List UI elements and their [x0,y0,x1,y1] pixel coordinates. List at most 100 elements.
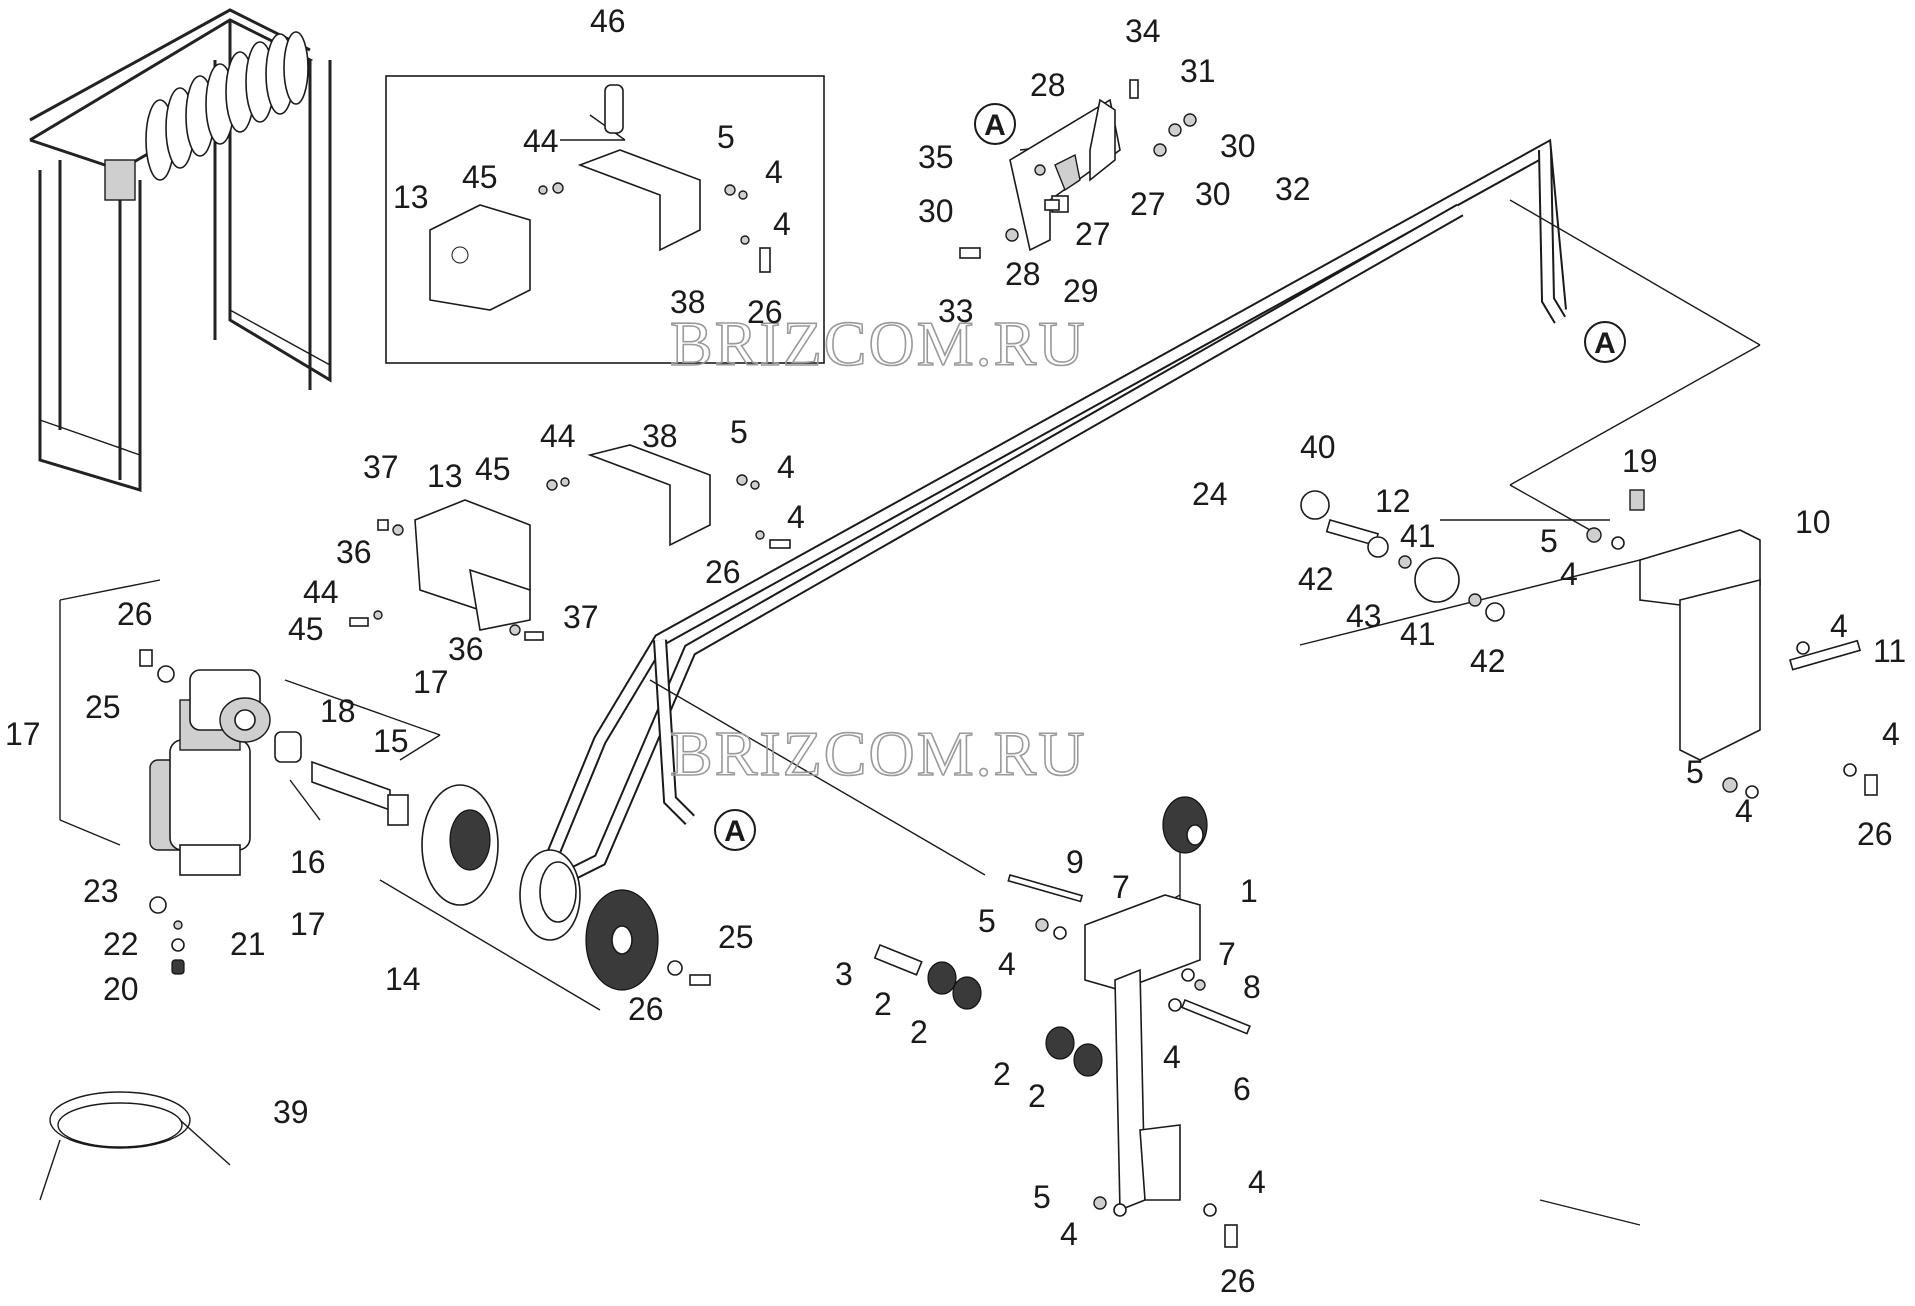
part-label: 17 [290,906,326,942]
bracket-1-fasteners [1007,874,1251,1248]
bracket-10-fasteners [1586,489,1878,799]
part-label: 17 [5,716,41,752]
part-label: 33 [938,293,974,329]
part-label: 20 [103,971,139,1007]
part-label: 44 [523,123,559,159]
part-label: 36 [336,534,372,570]
part-label: 39 [273,1094,309,1130]
part-label: 5 [730,414,748,450]
support-bracket-1 [1084,894,1201,1212]
part-label: 26 [1857,816,1893,852]
part-label: 44 [540,418,576,454]
fasteners-upper [538,182,771,273]
pulley-large [421,784,499,906]
part-label: 4 [773,206,791,242]
part-label: 45 [288,611,324,647]
pulley-belt-wheel [519,849,581,941]
part-label: 43 [1346,598,1382,634]
part-label: 32 [1275,171,1311,207]
part-label: 46 [590,3,626,39]
gear-motor [139,649,271,876]
part-label: 35 [918,139,954,175]
gear-wheel [585,889,659,991]
callout-a-middle: A [714,809,756,851]
part-label: 13 [393,179,429,215]
part-label: 7 [1218,936,1236,972]
fasteners-middle [349,474,791,641]
bearings-2 [873,943,1103,1077]
part-labels: 46 34 31 28 30 35 32 30 27 27 30 28 29 3… [5,3,1906,1299]
part-label: 10 [1795,504,1831,540]
part-label: 37 [363,449,399,485]
part-label: 28 [1005,256,1041,292]
part-label: 45 [475,451,511,487]
part-label: 38 [642,418,678,454]
part-label: 26 [1220,1263,1256,1299]
motor-mount-13-middle [414,499,531,631]
part-label: 4 [1163,1039,1181,1075]
bracket-plate-38-upper [577,84,701,252]
detail-frame-46 [385,75,825,364]
part-label: 16 [290,844,326,880]
part-label: 37 [563,599,599,635]
motor-small-parts [149,896,185,975]
cam-part-27 [1054,153,1081,192]
part-label: 42 [1298,561,1334,597]
part-label: 2 [874,986,892,1022]
fasteners-a [959,79,1197,259]
part-label: 26 [117,596,153,632]
svg-text:A: A [724,815,746,848]
part-label: 44 [303,574,339,610]
power-cable [39,1091,231,1201]
part-label: 4 [777,449,795,485]
support-bracket-10 [1639,529,1761,761]
part-label: 4 [1060,1216,1078,1252]
part-label: 31 [1180,53,1216,89]
part-label: 5 [978,903,996,939]
part-label: 4 [787,499,805,535]
drum-rolls [145,31,309,181]
part-label: 5 [1540,523,1558,559]
part-label: 26 [747,294,783,330]
part-label: 4 [1882,716,1900,752]
watermark-middle: BRIZCOM.RU [670,718,1087,789]
part-label: 8 [1243,969,1261,1005]
part-label: 4 [1735,793,1753,829]
idler-roller [1300,490,1505,622]
part-label: 18 [320,693,356,729]
shaft-parts [274,731,409,826]
part-label: 27 [1130,186,1166,222]
part-label: 42 [1470,643,1506,679]
part-label: 38 [670,284,706,320]
part-label: 5 [717,119,735,155]
part-label: 7 [1112,869,1130,905]
part-label: 4 [1560,556,1578,592]
motor-mount-13-upper [429,204,531,311]
part-label: 36 [448,631,484,667]
part-label: 22 [103,926,139,962]
part-label: 25 [85,689,121,725]
part-label: 4 [1830,608,1848,644]
svg-text:A: A [1594,327,1616,360]
part-label: 5 [1686,754,1704,790]
part-label: 34 [1125,13,1161,49]
part-label: 17 [413,664,449,700]
part-label: 30 [918,193,954,229]
part-label: 1 [1240,873,1258,909]
part-label: 14 [385,961,421,997]
part-label: 27 [1075,216,1111,252]
part-label: 2 [910,1014,928,1050]
part-label: 4 [765,154,783,190]
part-label: 4 [1248,1164,1266,1200]
part-label: 30 [1195,176,1231,212]
conveyor-frame-illustration [29,8,332,493]
part-label: 5 [1033,1179,1051,1215]
part-label: 13 [427,458,463,494]
part-label: 15 [373,723,409,759]
part-label: 12 [1375,483,1411,519]
part-label: 23 [83,873,119,909]
part-label: 41 [1400,518,1436,554]
part-label: 4 [998,946,1016,982]
bracket-plate-38-middle [587,444,711,547]
